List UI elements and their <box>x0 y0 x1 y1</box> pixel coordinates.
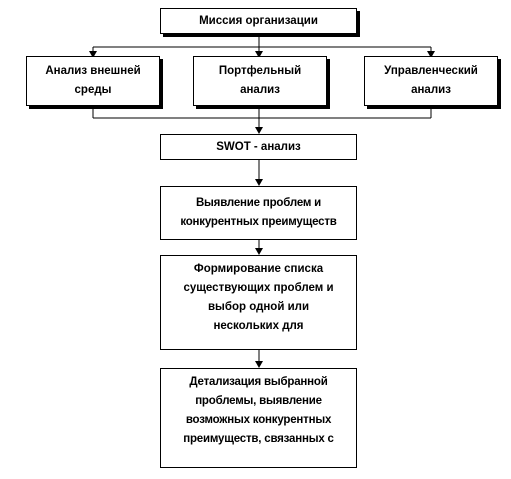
detailing-line-1: Детализация выбранной <box>189 376 328 388</box>
management-analysis-line-1: Управленческий <box>384 65 478 77</box>
arrowhead-management <box>427 51 435 58</box>
swot-box: SWOT - анализ <box>160 134 357 160</box>
identification-box: Выявление проблем и конкурентных преимущ… <box>160 186 357 240</box>
detailing-line-2: проблемы, выявление <box>195 395 322 407</box>
identification-line-2: конкурентных преимуществ <box>180 216 337 228</box>
formation-box: Формирование списка существующих проблем… <box>160 255 357 350</box>
arrowhead-swot <box>255 127 263 134</box>
external-analysis-line-2: среды <box>74 84 112 96</box>
formation-line-2: существующих проблем и <box>183 282 334 294</box>
swot-label: SWOT - анализ <box>216 140 301 153</box>
detailing-line-4: преимуществ, связанных с <box>183 433 334 445</box>
management-analysis-line-2: анализ <box>411 84 451 96</box>
formation-line-3: выбор одной или <box>207 301 310 313</box>
portfolio-analysis-line-1: Портфельный <box>218 65 302 77</box>
formation-line-1: Формирование списка <box>193 263 324 275</box>
management-analysis-box: Управленческий анализ <box>364 56 498 106</box>
external-analysis-box: Анализ внешней среды <box>26 56 160 106</box>
mission-label: Миссия организации <box>199 14 318 27</box>
detailing-box: Детализация выбранной проблемы, выявлени… <box>160 368 357 468</box>
external-analysis-line-1: Анализ внешней <box>45 65 141 77</box>
formation-line-4: нескольких для <box>213 320 304 332</box>
portfolio-analysis-box: Портфельный анализ <box>193 56 327 106</box>
arrowhead-portfolio <box>255 51 263 58</box>
detailing-line-3: возможных конкурентных <box>185 414 332 426</box>
mission-box: Миссия организации <box>160 8 357 34</box>
portfolio-analysis-line-2: анализ <box>240 84 280 96</box>
arrowhead-external <box>89 51 97 58</box>
identification-line-1: Выявление проблем и <box>195 197 322 209</box>
arrowhead-identification <box>255 179 263 186</box>
arrowhead-detailing <box>255 361 263 368</box>
arrowhead-formation <box>255 248 263 255</box>
